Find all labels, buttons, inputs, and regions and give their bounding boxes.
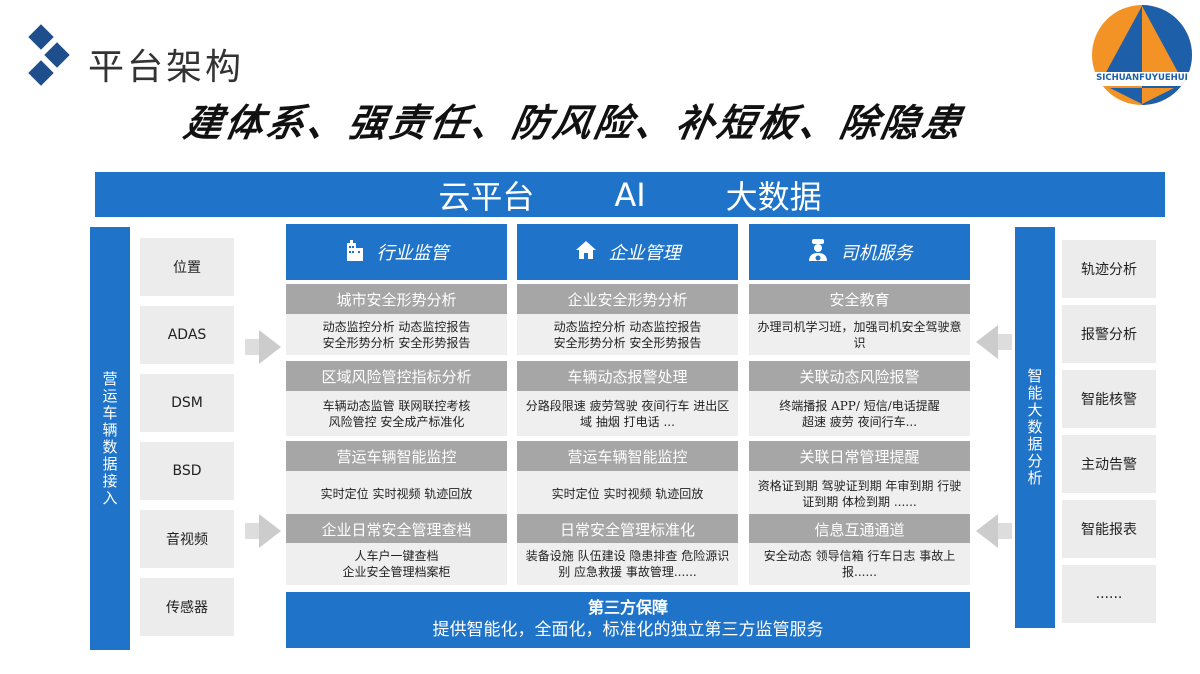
module-content: 办理司机学习班，加强司机安全驾驶意识 (749, 314, 970, 355)
data-source-item: BSD (140, 442, 234, 500)
company-logo: SICHUANFUYUEHUI (1090, 4, 1194, 106)
module-title: 营运车辆智能监控 (517, 441, 738, 471)
building-icon (345, 239, 365, 266)
module-title: 车辆动态报警处理 (517, 361, 738, 391)
module-title: 信息互通通道 (749, 514, 970, 544)
module-content: 动态监控分析 动态监控报告 安全形势分析 安全形势报告 (286, 314, 507, 355)
module-content: 实时定位 实时视频 轨迹回放 (517, 471, 738, 516)
module-content: 动态监控分析 动态监控报告 安全形势分析 安全形势报告 (517, 314, 738, 355)
module-title: 关联日常管理提醒 (749, 441, 970, 471)
analysis-item: 智能核警 (1062, 370, 1156, 428)
module-content: 分路段限速 疲劳驾驶 夜间行车 进出区域 抽烟 打电话 ... (517, 391, 738, 436)
module-content: 终端播报 APP/ 短信/电话提醒 超速 疲劳 夜间行车... (749, 391, 970, 436)
module-title: 营运车辆智能监控 (286, 441, 507, 471)
module-content: 资格证到期 驾驶证到期 年审到期 行驶证到期 体检到期 ...... (749, 471, 970, 516)
module-content: 实时定位 实时视频 轨迹回放 (286, 471, 507, 516)
data-source-item: ADAS (140, 306, 234, 364)
column-header: 企业管理 (517, 224, 738, 280)
module-title: 区域风险管控指标分析 (286, 361, 507, 391)
analysis-item: 轨迹分析 (1062, 240, 1156, 298)
cloud-platform-bar: 云平台 AI 大数据 (95, 172, 1165, 217)
cloud-item: 云平台 (438, 177, 535, 216)
column-header: 司机服务 (749, 224, 970, 280)
module-title: 日常安全管理标准化 (517, 514, 738, 544)
big-data-analysis-bar: 智能大数据分析 (1015, 227, 1055, 628)
column-header: 行业监管 (286, 224, 507, 280)
home-icon (575, 240, 597, 265)
diamond-logo-icon (22, 24, 72, 88)
slogan: 建体系、强责任、防风险、补短板、除隐患 (180, 101, 968, 145)
module-title: 关联动态风险报警 (749, 361, 970, 391)
third-party-title: 第三方保障 (587, 598, 668, 617)
data-source-item: 传感器 (140, 578, 234, 636)
analysis-item: 主动告警 (1062, 435, 1156, 493)
analysis-item: ...... (1062, 565, 1156, 623)
module-content: 装备设施 队伍建设 隐患排查 危险源识别 应急救援 事故管理...... (517, 543, 738, 585)
column-title: 企业管理 (608, 243, 681, 264)
cloud-item: 大数据 (725, 177, 822, 216)
module-title: 安全教育 (749, 284, 970, 314)
column-title: 行业监管 (376, 243, 449, 264)
logo-text: SICHUANFUYUEHUI (1096, 73, 1188, 83)
data-access-bar: 营运车辆数据接入 (90, 227, 130, 650)
arrow-left-icon (976, 514, 1012, 548)
arrow-right-icon (245, 514, 281, 548)
analysis-item: 报警分析 (1062, 305, 1156, 363)
third-party-subtitle: 提供智能化，全面化，标准化的独立第三方监管服务 (432, 620, 824, 640)
analysis-item: 智能报表 (1062, 500, 1156, 558)
arrow-left-icon (976, 325, 1012, 359)
module-title: 企业日常安全管理查档 (286, 514, 507, 544)
big-data-analysis-label: 智能大数据分析 (1025, 368, 1044, 487)
third-party-guarantee: 第三方保障 提供智能化，全面化，标准化的独立第三方监管服务 (286, 592, 970, 648)
column-title: 司机服务 (840, 243, 913, 264)
module-content: 安全动态 领导信箱 行车日志 事故上报...... (749, 543, 970, 585)
cloud-item: AI (614, 175, 646, 214)
data-access-label: 营运车辆数据接入 (100, 370, 119, 507)
module-content: 人车户一键查档 企业安全管理档案柜 (286, 543, 507, 585)
driver-icon (807, 238, 829, 267)
module-content: 车辆动态监管 联网联控考核 风险管控 安全成产标准化 (286, 391, 507, 436)
data-source-item: 音视频 (140, 510, 234, 568)
page-title: 平台架构 (88, 47, 245, 88)
data-source-item: DSM (140, 374, 234, 432)
data-source-item: 位置 (140, 238, 234, 296)
module-title: 城市安全形势分析 (286, 284, 507, 314)
arrow-right-icon (245, 330, 281, 364)
module-title: 企业安全形势分析 (517, 284, 738, 314)
